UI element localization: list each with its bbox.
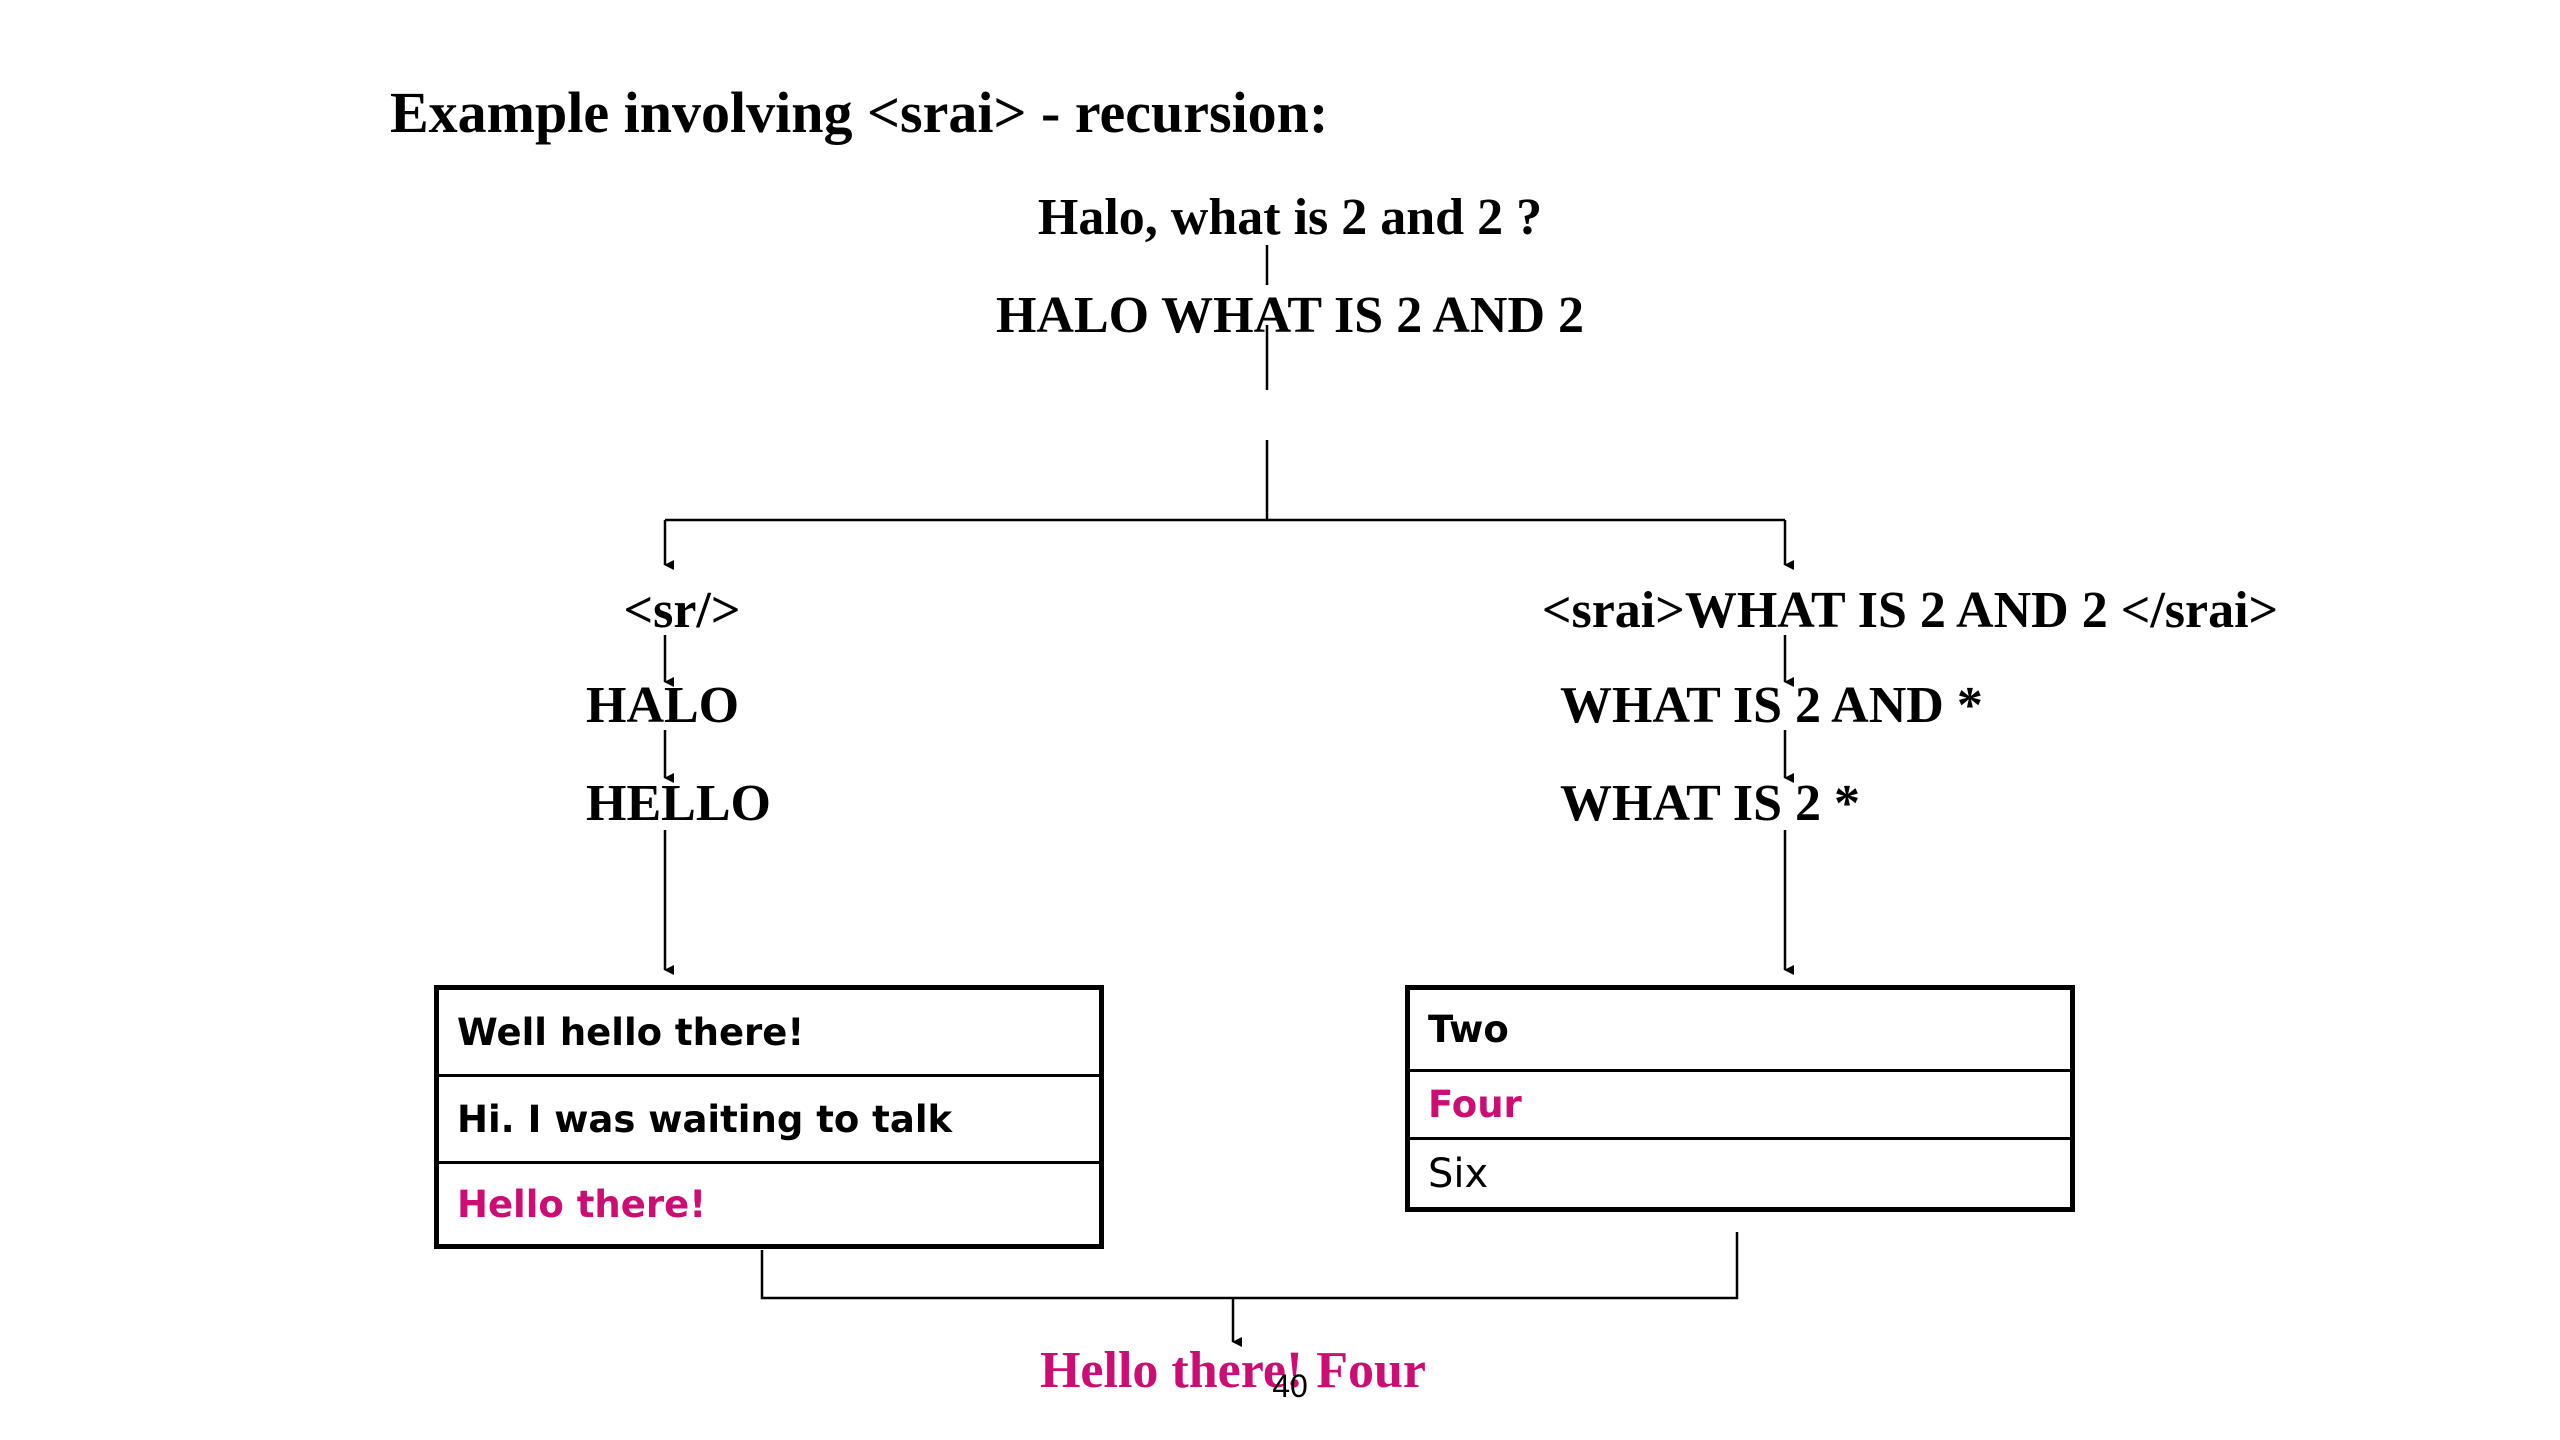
page-number: 40 xyxy=(1272,1368,1308,1404)
left-branch-tag: <sr/> xyxy=(623,582,741,639)
right-step-1: WHAT IS 2 AND * xyxy=(1560,677,1983,734)
right-response-table: Two Four Six xyxy=(1405,985,2075,1212)
response-row: Hi. I was waiting to talk xyxy=(439,1077,1099,1164)
response-row: Six xyxy=(1428,1150,1489,1197)
right-step-2: WHAT IS 2 * xyxy=(1560,775,1861,832)
response-row-selected: Hello there! xyxy=(457,1182,707,1226)
response-row: Well hello there! xyxy=(439,990,1099,1077)
left-response-table: Well hello there! Hi. I was waiting to t… xyxy=(434,985,1104,1249)
merge-line xyxy=(760,1232,1739,1300)
left-step-hello: HELLO xyxy=(586,775,771,832)
response-row-selected: Four xyxy=(1410,1072,2070,1140)
left-step-halo: HALO xyxy=(586,677,740,734)
right-branch-tag: <srai>WHAT IS 2 AND 2 </srai> xyxy=(1541,582,2279,639)
response-row: Two xyxy=(1410,990,2070,1072)
slide-title: Example involving <srai> - recursion: xyxy=(390,80,1329,145)
input-raw: Halo, what is 2 and 2 ? xyxy=(1037,189,1543,246)
input-normalized: HALO WHAT IS 2 AND 2 xyxy=(995,287,1585,344)
result-text: Hello there! Four xyxy=(1039,1342,1427,1399)
